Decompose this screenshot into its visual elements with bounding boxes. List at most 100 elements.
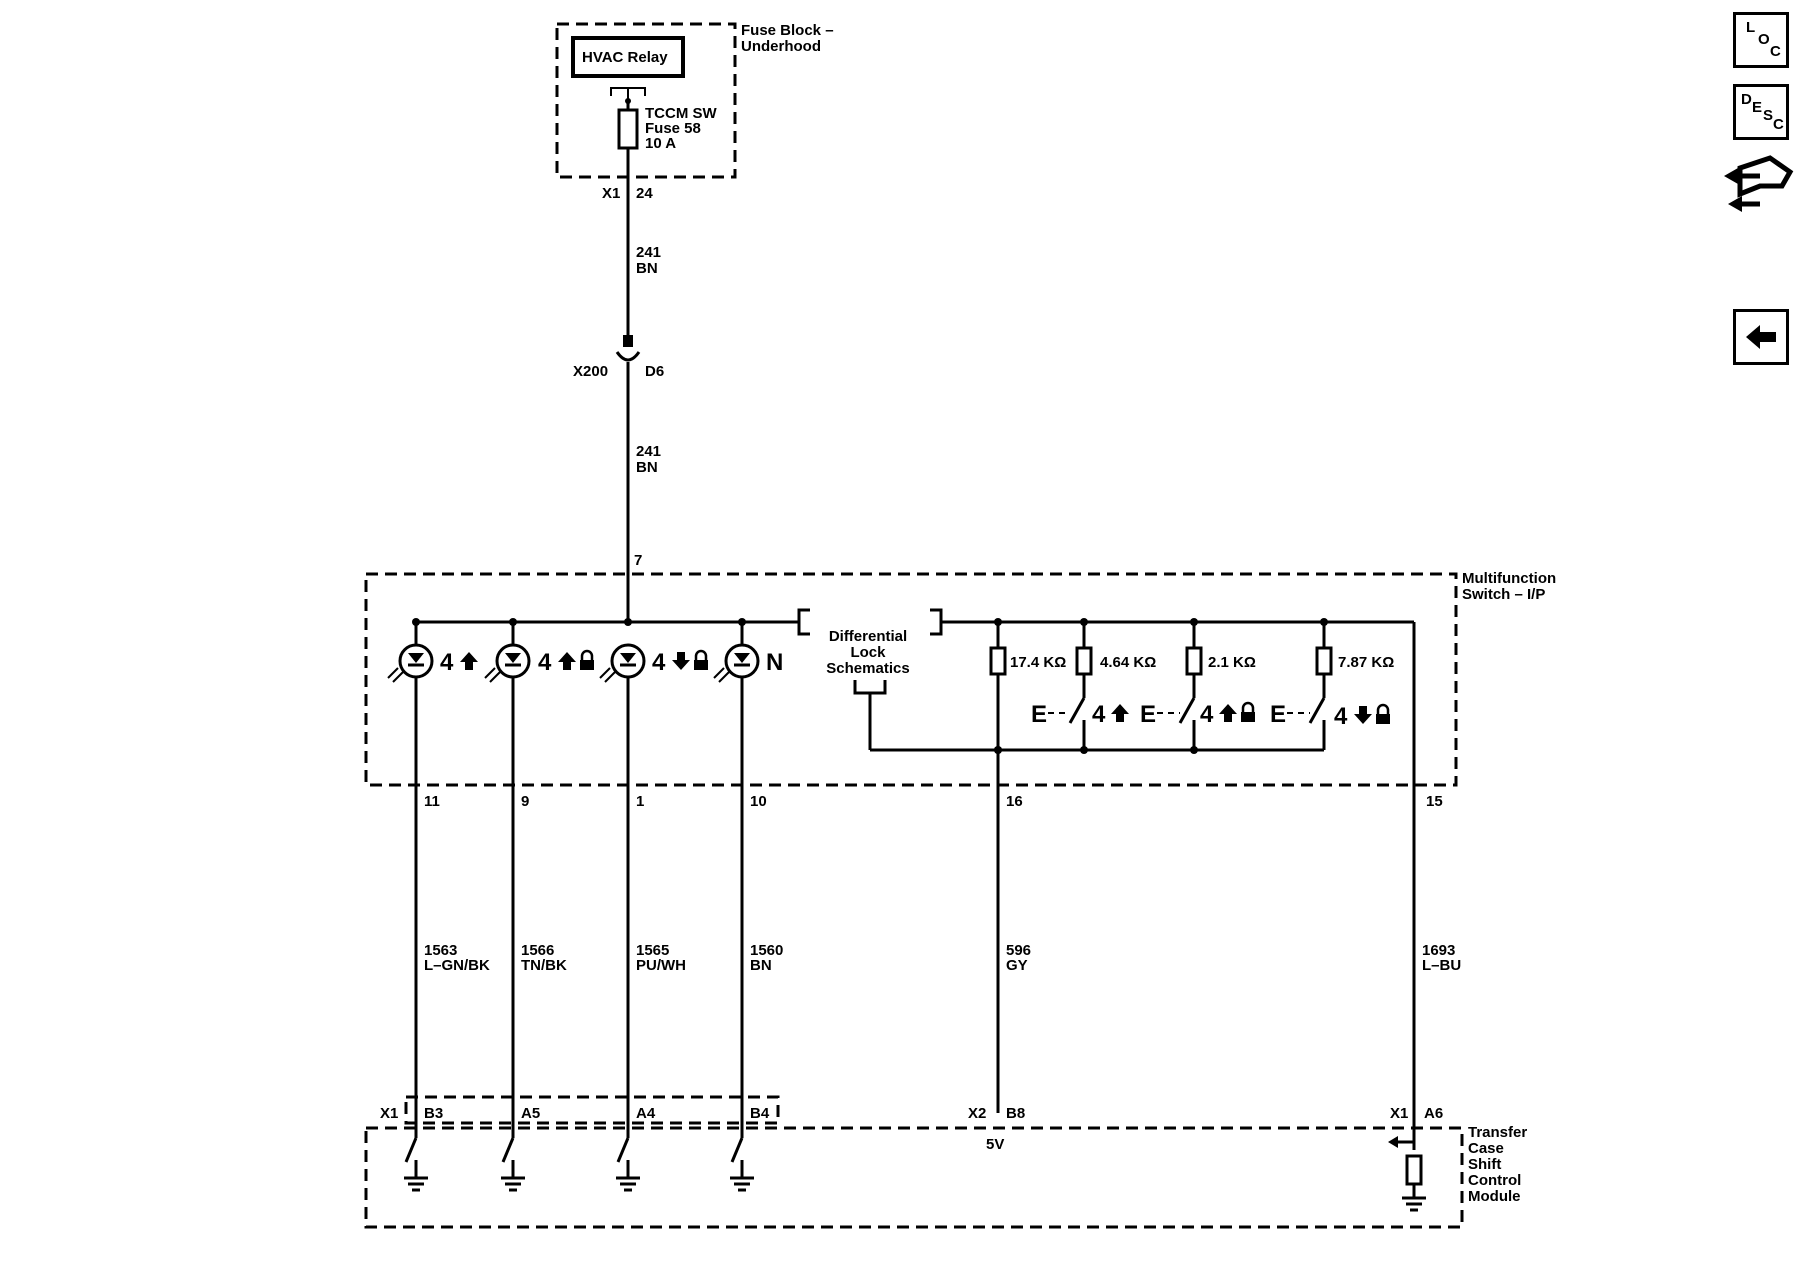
lamp-4lo-lock: 4 [599, 618, 708, 683]
pin-11: 11 [424, 793, 440, 810]
lamp-neutral: N [713, 618, 783, 683]
wire-1565-number: 1565 [636, 942, 669, 959]
resistor-2-1k-label: 2.1 KΩ [1208, 654, 1256, 671]
module-pin-a5: A5 [521, 1105, 540, 1122]
driver-a4 [616, 1137, 640, 1192]
arrow-down-icon [672, 652, 690, 670]
description-button[interactable]: D E S C [1733, 84, 1789, 140]
desc-letter-e: E [1752, 99, 1763, 116]
module-pin-b8: B8 [1006, 1105, 1025, 1122]
switch-4hi-lock-pole: E [1140, 701, 1156, 728]
wire-1563-color: L–GN/BK [424, 957, 490, 974]
switch-4hi-lock: E 4 [1140, 674, 1255, 750]
lamp-4hi-label: 4 [440, 649, 454, 676]
module-x1b-label: X1 [1390, 1105, 1408, 1122]
desc-letter-d: D [1741, 91, 1752, 108]
switch-title-2: Switch – I/P [1462, 586, 1545, 603]
arrow-up-icon [1111, 704, 1129, 722]
switch-title-1: Multifunction [1462, 570, 1556, 587]
switch-4lo-lock-pole: E [1270, 701, 1286, 728]
wire-1693-color: L–BU [1422, 957, 1461, 974]
pin-1: 1 [636, 793, 644, 810]
multifunction-switch-boundary [364, 572, 1458, 787]
wire-1566-number: 1566 [521, 942, 554, 959]
module-pin-b4: B4 [750, 1105, 770, 1122]
x200-connector-label: X200 [573, 363, 608, 380]
lamp-4hi: 4 [387, 618, 478, 683]
fuse-label-2: Fuse 58 [645, 120, 701, 137]
lamp-4hi-lock: 4 [484, 618, 594, 683]
resistor-2-1k: 2.1 KΩ [1185, 618, 1256, 676]
service-wrench-icon[interactable] [1724, 155, 1794, 212]
transfer-case-module-boundary [364, 1126, 1464, 1229]
resistor-4-64k: 4.64 KΩ [1075, 618, 1156, 676]
module-x2-label: X2 [968, 1105, 986, 1122]
module-title-3: Shift [1468, 1156, 1501, 1173]
wire-1566-color: TN/BK [521, 957, 567, 974]
pin-10: 10 [750, 793, 767, 810]
module-pin-a4: A4 [636, 1105, 656, 1122]
lamp-4hi-lock-label: 4 [538, 649, 552, 676]
fuse-label-3: 10 A [645, 135, 676, 152]
hvac-relay-label: HVAC Relay [582, 49, 668, 66]
module-5v-label: 5V [986, 1136, 1004, 1153]
wire-1693-number: 1693 [1422, 942, 1455, 959]
lock-icon [580, 649, 594, 670]
fuse-block-pin: 24 [636, 185, 653, 202]
resistor-4-64k-label: 4.64 KΩ [1100, 654, 1156, 671]
switch-4hi-label: 4 [1092, 701, 1106, 728]
diff-lock-label-2: Lock [850, 644, 886, 661]
module-x1-label: X1 [380, 1105, 398, 1122]
resistor-7-87k-label: 7.87 KΩ [1338, 654, 1394, 671]
module-title-1: Transfer [1468, 1124, 1527, 1141]
lock-icon [1241, 701, 1255, 722]
switch-4hi-pole: E [1031, 701, 1047, 728]
fuse-block-connector: X1 [602, 185, 620, 202]
fuse-block-title-2: Underhood [741, 38, 821, 55]
loc-letter-c: C [1770, 43, 1781, 60]
switch-feed-pin: 7 [634, 552, 642, 569]
arrow-up-icon [558, 652, 576, 670]
hvac-relay: HVAC Relay [571, 36, 685, 78]
wire-241-number-mid: 241 [636, 443, 661, 460]
desc-letter-c: C [1773, 116, 1784, 133]
switch-4hi: E 4 [1031, 674, 1129, 750]
resistor-17-4k: 17.4 KΩ [989, 618, 1066, 676]
module-title-2: Case [1468, 1140, 1504, 1157]
wire-1565-color: PU/WH [636, 957, 686, 974]
wire-596-color: GY [1006, 957, 1028, 974]
module-title-5: Module [1468, 1188, 1521, 1205]
loc-letter-o: O [1758, 31, 1770, 48]
wire-241-color-mid: BN [636, 459, 658, 476]
wire-241-number-top: 241 [636, 244, 661, 261]
location-button[interactable]: L O C [1733, 12, 1789, 68]
fuse-58 [617, 108, 639, 150]
switch-4hi-lock-label: 4 [1200, 701, 1214, 728]
module-pin-a6: A6 [1424, 1105, 1443, 1122]
driver-b4 [730, 1137, 754, 1192]
driver-a5 [501, 1137, 525, 1192]
input-a6 [1388, 1136, 1426, 1212]
module-title-4: Control [1468, 1172, 1521, 1189]
fuse-block-boundary [555, 22, 737, 179]
x1-connector-boundary [404, 1095, 780, 1125]
wire-1563-number: 1563 [424, 942, 457, 959]
pin-15: 15 [1426, 793, 1443, 810]
arrow-up-icon [1219, 704, 1237, 722]
diff-lock-label-3: Schematics [826, 660, 909, 677]
resistor-17-4k-label: 17.4 KΩ [1010, 654, 1066, 671]
arrow-up-icon [460, 652, 478, 670]
lock-icon [694, 649, 708, 670]
arrow-left-icon [1746, 325, 1776, 349]
back-button[interactable] [1733, 309, 1789, 365]
lamp-neutral-label: N [766, 649, 783, 676]
diff-lock-label-1: Differential [829, 628, 907, 645]
wire-241-color-top: BN [636, 260, 658, 277]
lock-icon [1376, 703, 1390, 724]
x200-pin-label: D6 [645, 363, 664, 380]
resistor-7-87k: 7.87 KΩ [1315, 618, 1394, 676]
loc-letter-l: L [1746, 19, 1756, 36]
fuse-label-1: TCCM SW [645, 105, 717, 122]
fuse-block-title-1: Fuse Block – [741, 22, 834, 39]
